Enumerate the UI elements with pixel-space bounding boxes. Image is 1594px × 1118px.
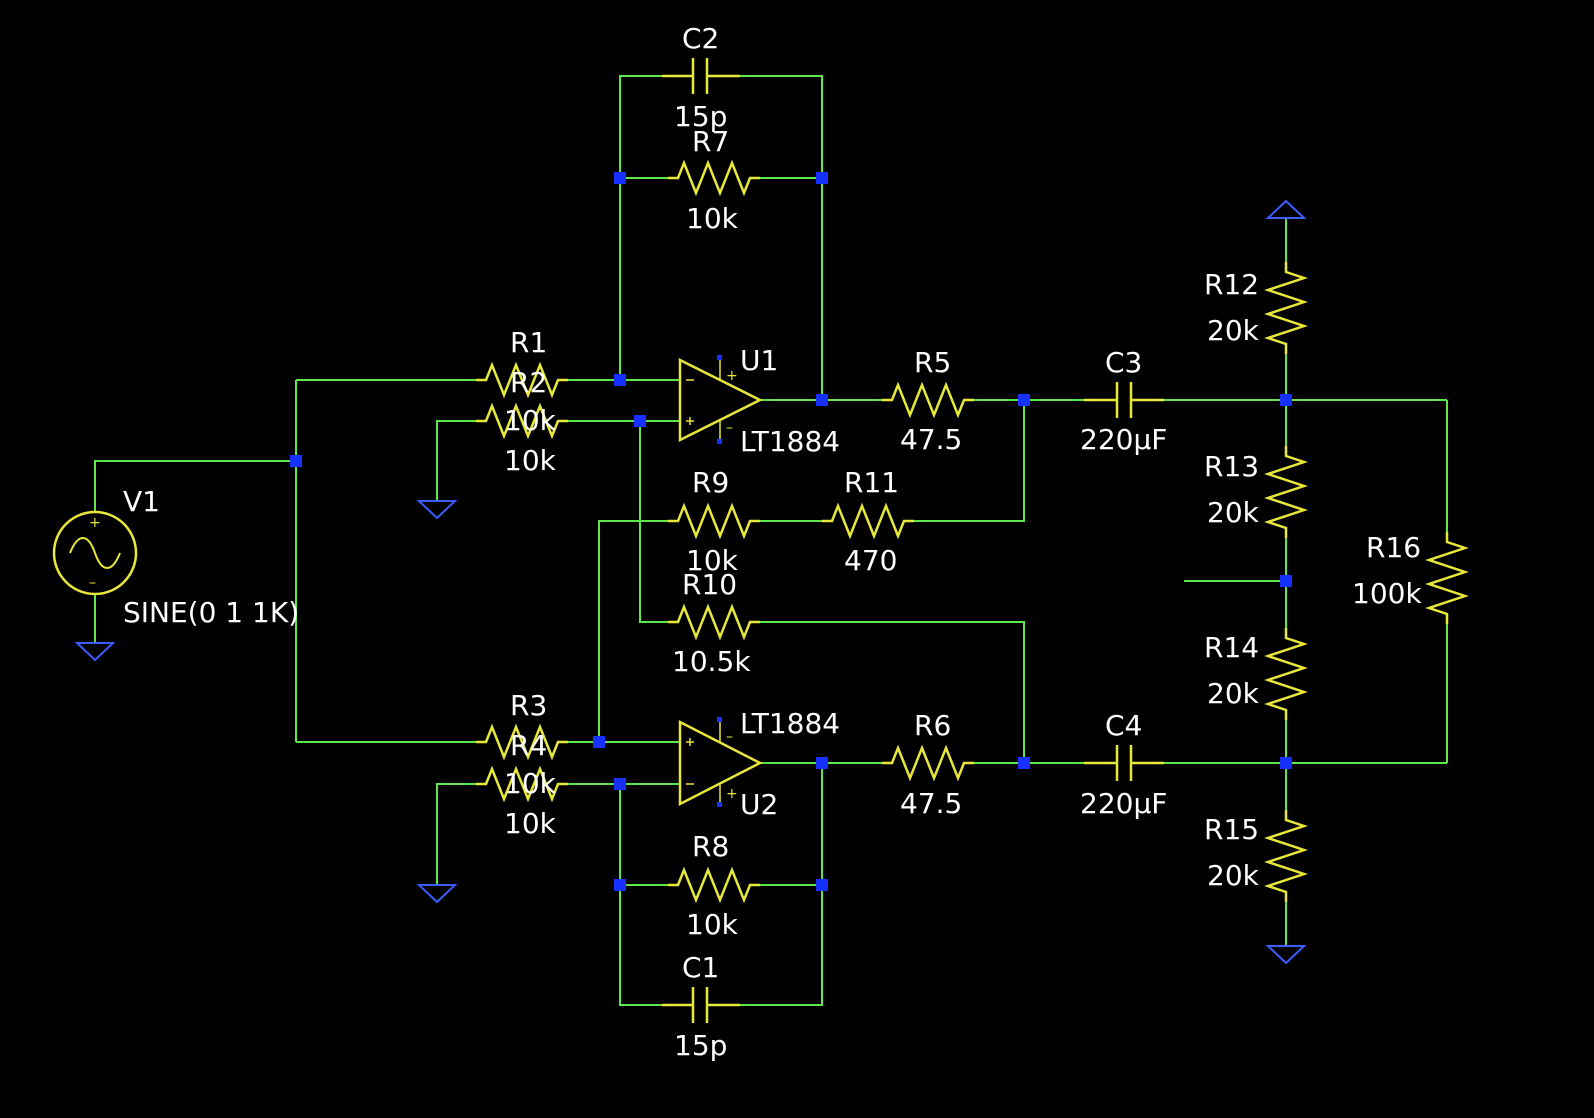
label-r11-name: R11 [844,466,899,499]
ground-icon [74,642,116,662]
opamp-icon: + – [678,355,763,444]
supply-icon [1265,199,1307,219]
label-r1-name: R1 [510,326,547,359]
label-r5-value: 47.5 [900,423,962,456]
capacitor-c2[interactable] [662,58,740,94]
resistor-r14[interactable] [1266,626,1306,722]
label-v1-value: SINE(0 1 1K) [123,596,299,629]
ground-icon [416,884,458,904]
opamp-icon: – + [678,717,763,807]
svg-text:–: – [89,575,96,591]
label-c1-name: C1 [682,951,719,984]
label-v1-name: V1 [123,485,160,518]
label-r4-name: R4 [510,729,547,762]
label-r11-value: 470 [844,544,897,577]
label-c3-value: 220µF [1080,423,1167,456]
label-r14-name: R14 [1204,631,1259,664]
label-r7-value: 10k [686,202,739,235]
label-c2-value: 15p [674,100,727,133]
resistor-r5[interactable] [880,383,976,417]
label-r14-value: 20k [1207,677,1260,710]
resistor-r16[interactable] [1427,530,1467,626]
label-r9-value: 10k [686,544,739,577]
label-r8-value: 10k [686,908,739,941]
capacitor-c4[interactable] [1084,745,1164,781]
label-r10-name: R10 [682,568,737,601]
label-r1-value: 10k [504,404,557,437]
label-r13-value: 20k [1207,496,1260,529]
resistor-r10[interactable] [666,605,762,639]
resistor-r15[interactable] [1266,808,1306,904]
resistor-r12[interactable] [1266,260,1306,356]
sine-source-icon: + – [52,510,138,596]
label-c4-value: 220µF [1080,787,1167,820]
resistor-r13[interactable] [1266,444,1306,540]
label-r15-name: R15 [1204,813,1259,846]
label-r4-value: 10k [504,807,557,840]
label-r2-name: R2 [510,366,547,399]
label-r16-name: R16 [1366,531,1421,564]
label-r5-name: R5 [914,346,951,379]
label-r10-value: 10.5k [672,645,751,678]
label-c1-value: 15p [674,1029,727,1062]
svg-text:+: + [726,786,738,802]
label-r13-name: R13 [1204,450,1259,483]
resistor-r6[interactable] [880,746,976,780]
label-r3-value: 10k [504,767,557,800]
label-u2-value: LT1884 [740,707,840,740]
label-c2-name: C2 [682,22,719,55]
label-r2-value: 10k [504,444,557,477]
opamp-u1[interactable]: + – [678,355,763,444]
resistor-r8[interactable] [666,868,762,902]
ground-icon [416,500,458,520]
label-r3-name: R3 [510,689,547,722]
capacitor-c1[interactable] [662,987,740,1023]
label-c4-name: C4 [1105,709,1142,742]
opamp-u2[interactable]: – + [678,717,763,807]
svg-text:–: – [726,420,733,436]
label-r8-name: R8 [692,830,729,863]
resistor-r9[interactable] [666,504,762,538]
label-r7-name: R7 [692,125,729,158]
label-r15-value: 20k [1207,859,1260,892]
labels: C2 15p R7 10k R1 R2 10k 10k U1 LT1884 R5… [123,22,1422,1062]
label-r12-value: 20k [1207,314,1260,347]
label-u2-name: U2 [740,788,778,821]
resistor-r7[interactable] [666,161,762,195]
label-r12-name: R12 [1204,268,1259,301]
label-u1-name: U1 [740,344,778,377]
svg-text:+: + [726,368,738,384]
ground-icon [1265,945,1307,965]
voltage-source-v1[interactable]: + – [52,510,138,596]
svg-text:–: – [726,729,733,745]
junctions [290,172,1292,891]
label-u1-value: LT1884 [740,425,840,458]
resistor-r11[interactable] [820,504,916,538]
label-r6-value: 47.5 [900,787,962,820]
label-c3-name: C3 [1105,346,1142,379]
svg-text:+: + [89,515,101,531]
capacitor-c3[interactable] [1084,382,1164,418]
label-r9-name: R9 [692,466,729,499]
label-r6-name: R6 [914,709,951,742]
label-r16-value: 100k [1352,577,1422,610]
